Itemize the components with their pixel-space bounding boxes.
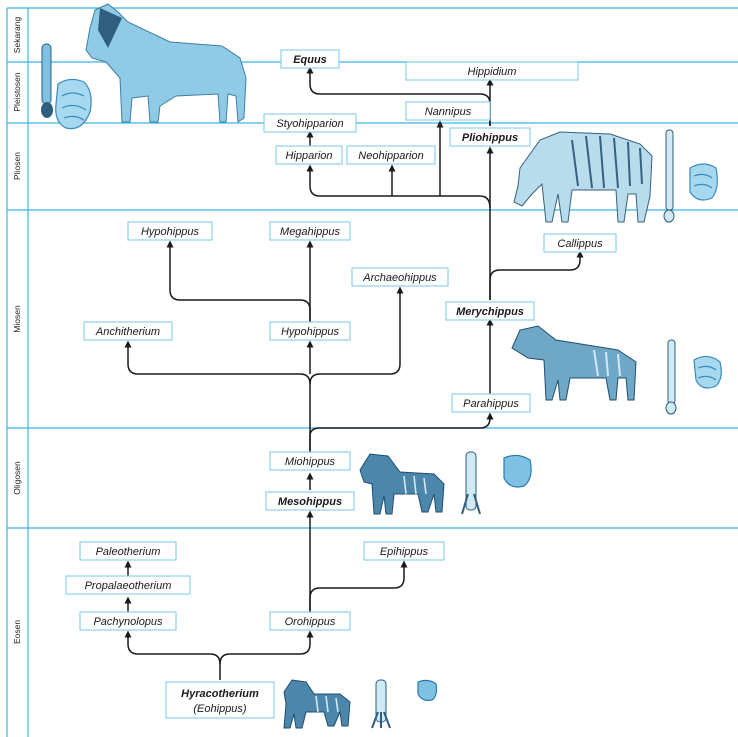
node-hypohippus-mid: Hypohippus bbox=[269, 321, 351, 341]
hyracotherium-horse-illustration bbox=[283, 679, 351, 729]
node-hypohippus-top: Hypohippus bbox=[127, 221, 213, 241]
node-merychippus: Merychippus bbox=[445, 301, 535, 321]
leg-bone-illustration-mesohippus bbox=[461, 451, 481, 515]
mesohippus-horse-illustration bbox=[359, 453, 445, 515]
node-label-parahippus: Parahippus bbox=[463, 398, 519, 410]
line-to-hipparion bbox=[306, 164, 491, 209]
node-paleotherium: Paleotherium bbox=[79, 541, 177, 561]
node-pliohippus: Pliohippus bbox=[449, 127, 531, 147]
node-hyracotherium: Hyracotherium (Eohippus) bbox=[165, 681, 275, 719]
tooth-illustration-pliohippus bbox=[689, 163, 718, 201]
node-label-hyracotherium: Hyracotherium bbox=[181, 688, 259, 700]
line-to-parahippus bbox=[309, 412, 494, 452]
node-mesohippus: Mesohippus bbox=[265, 491, 355, 511]
node-label-megahippus: Megahippus bbox=[280, 226, 340, 238]
era-label-sekarang: Sekarang bbox=[12, 17, 22, 54]
node-neohipparion: Neohipparion bbox=[346, 145, 436, 165]
node-archaeohippus: Archaeohippus bbox=[351, 267, 449, 287]
node-orohippus: Orohippus bbox=[269, 611, 351, 631]
line-to-epihippus bbox=[309, 560, 408, 612]
node-label-hipparion: Hipparion bbox=[285, 150, 332, 162]
node-nannipus: Nannipus bbox=[405, 101, 491, 121]
leg-bone-illustration-pliohippus bbox=[663, 129, 675, 223]
line-to-pachynolopus bbox=[124, 630, 221, 665]
node-miohippus: Miohippus bbox=[269, 451, 351, 471]
line-to-callippus bbox=[489, 250, 584, 300]
merychippus-horse-illustration bbox=[511, 325, 637, 401]
tooth-illustration-equus bbox=[55, 78, 92, 130]
node-label-miohippus: Miohippus bbox=[285, 456, 336, 468]
node-label-paleotherium: Paleotherium bbox=[96, 546, 161, 558]
line-to-hypohippus-top bbox=[166, 240, 311, 322]
leg-bone-illustration-equus bbox=[41, 43, 53, 118]
node-label-anchitherium: Anchitherium bbox=[95, 326, 160, 338]
node-equus: Equus bbox=[280, 49, 340, 69]
taxon-boxes: Equus Hippidium Nannipus Styohipparion P… bbox=[65, 49, 617, 719]
node-label-archaeohippus: Archaeohippus bbox=[362, 272, 437, 284]
era-label-pleistosen: Pleistosen bbox=[12, 72, 22, 111]
node-megahippus: Megahippus bbox=[269, 221, 351, 241]
node-label-neohipparion: Neohipparion bbox=[358, 150, 423, 162]
tooth-illustration-hyracotherium bbox=[417, 679, 438, 701]
node-label-pachynolopus: Pachynolopus bbox=[93, 616, 163, 628]
node-label-callippus: Callippus bbox=[557, 238, 603, 250]
node-label-hypohippus-mid: Hypohippus bbox=[281, 326, 340, 338]
era-label-miosen: Miosen bbox=[12, 305, 22, 333]
pliohippus-horse-illustration bbox=[513, 131, 653, 223]
line-to-equus bbox=[306, 66, 491, 126]
illustrations bbox=[41, 3, 722, 729]
node-epihippus: Epihippus bbox=[363, 541, 445, 561]
node-label-pliohippus: Pliohippus bbox=[462, 132, 518, 144]
node-anchitherium: Anchitherium bbox=[83, 321, 173, 341]
node-label-nannipus: Nannipus bbox=[425, 106, 472, 118]
node-label-orohippus: Orohippus bbox=[285, 616, 336, 628]
node-callippus: Callippus bbox=[543, 233, 617, 253]
node-label-styohipparion: Styohipparion bbox=[276, 118, 343, 130]
node-label-merychippus: Merychippus bbox=[456, 306, 524, 318]
leg-bone-illustration-hyracotherium bbox=[371, 679, 391, 729]
era-label-oligosen: Oligosen bbox=[12, 461, 22, 495]
node-styohipparion: Styohipparion bbox=[263, 113, 357, 133]
node-pachynolopus: Pachynolopus bbox=[79, 611, 177, 631]
node-label-hypohippus-top: Hypohippus bbox=[141, 226, 200, 238]
era-label-eosen: Eosen bbox=[12, 620, 22, 644]
leg-bone-illustration-merychippus bbox=[665, 339, 677, 415]
tooth-illustration-merychippus bbox=[693, 355, 722, 389]
node-hipparion: Hipparion bbox=[275, 145, 343, 165]
node-label-hippidium: Hippidium bbox=[468, 66, 517, 78]
node-parahippus: Parahippus bbox=[451, 393, 531, 413]
node-propalaeotherium: Propalaeotherium bbox=[65, 575, 191, 595]
line-to-anchitherium bbox=[124, 340, 311, 452]
era-label-pliosen: Pliosen bbox=[12, 152, 22, 180]
node-label-mesohippus: Mesohippus bbox=[278, 496, 342, 508]
node-hippidium: Hippidium bbox=[405, 61, 579, 81]
node-sublabel-hyracotherium: (Eohippus) bbox=[193, 703, 247, 715]
line-to-archaeohippus bbox=[309, 286, 404, 385]
node-label-equus: Equus bbox=[293, 54, 327, 66]
line-to-orohippus bbox=[219, 630, 314, 665]
node-label-epihippus: Epihippus bbox=[380, 546, 429, 558]
node-label-propalaeotherium: Propalaeotherium bbox=[85, 580, 172, 592]
tooth-illustration-mesohippus bbox=[503, 454, 532, 488]
equus-horse-illustration bbox=[85, 3, 247, 123]
